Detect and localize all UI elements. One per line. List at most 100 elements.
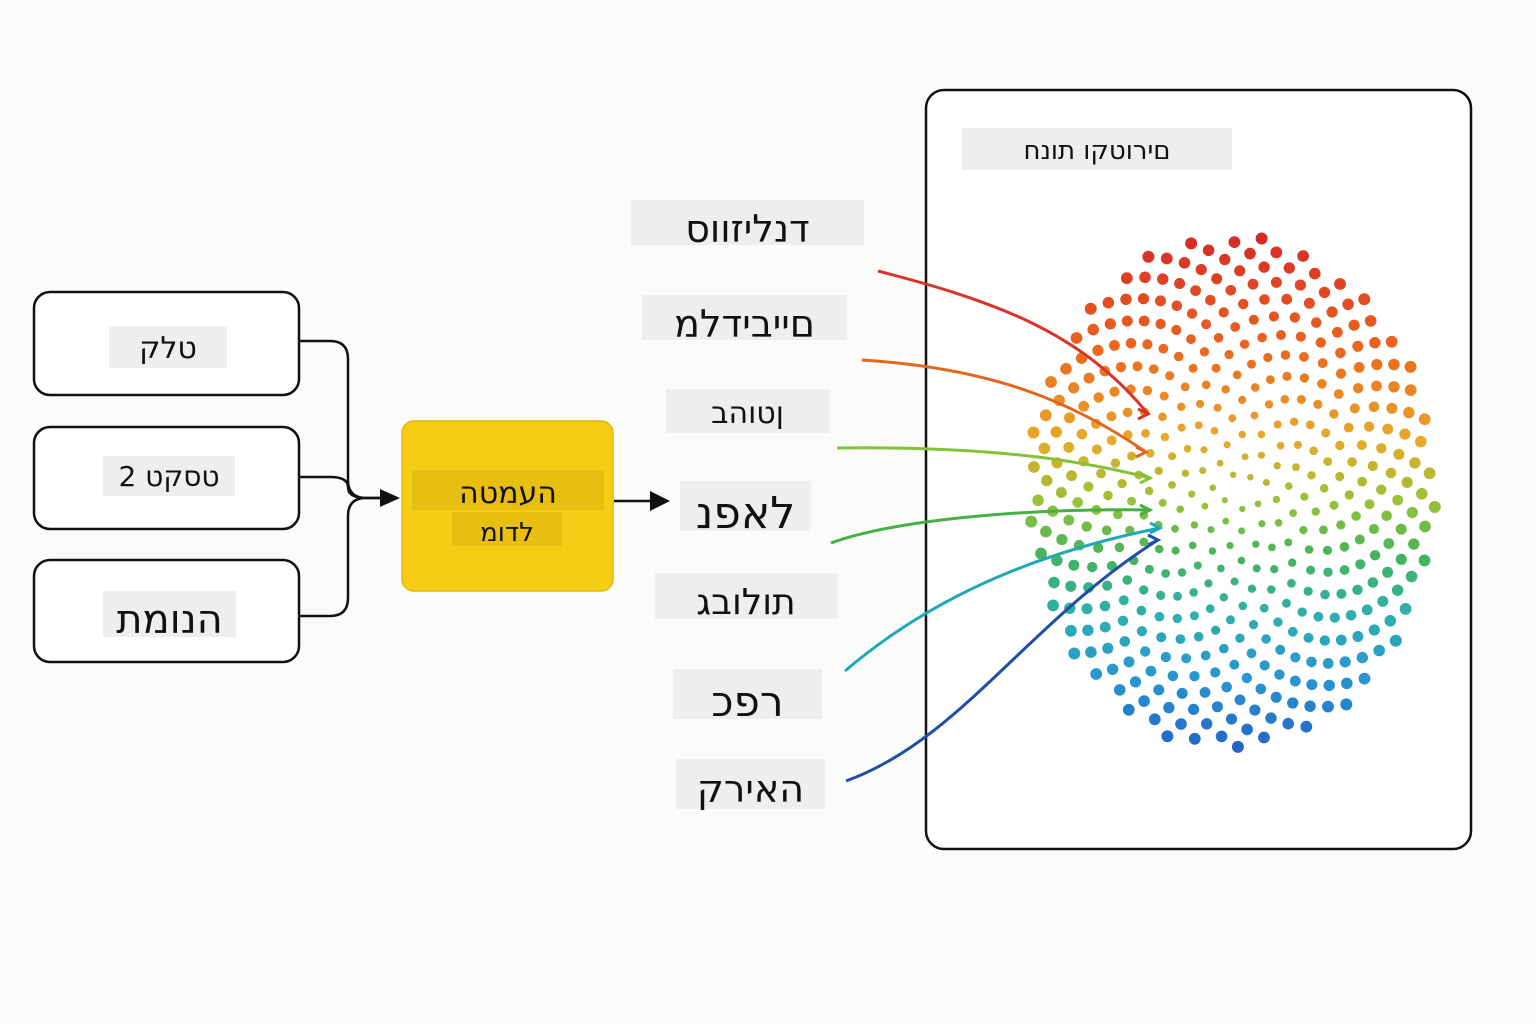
- vector-point: [1320, 589, 1330, 600]
- vector-point: [1177, 568, 1187, 577]
- vector-point: [1391, 584, 1404, 596]
- vector-point: [1181, 653, 1192, 664]
- vector-point: [1319, 484, 1329, 493]
- vector-point: [1322, 545, 1333, 556]
- connector-input-3: [300, 496, 392, 618]
- vector-point: [1319, 525, 1328, 535]
- vector-point: [1161, 569, 1170, 578]
- vector-point: [1404, 360, 1417, 373]
- vector-point: [1190, 521, 1199, 529]
- vector-point: [1211, 363, 1221, 373]
- vector-point: [1127, 496, 1137, 506]
- vector-point: [1246, 648, 1257, 659]
- vector-point: [1248, 620, 1259, 630]
- vector-point: [1091, 444, 1102, 455]
- vector-point: [1368, 523, 1379, 535]
- vector-point: [1178, 257, 1191, 269]
- vector-point: [1175, 634, 1186, 644]
- vector-point: [1063, 441, 1075, 453]
- vector-point: [1234, 265, 1246, 277]
- vector-point: [1205, 294, 1216, 306]
- vector-point: [1344, 490, 1355, 500]
- vector-point: [1373, 644, 1385, 657]
- vector-point: [1250, 411, 1259, 420]
- vector-point: [1276, 330, 1286, 340]
- vector-point: [1241, 672, 1253, 684]
- vector-point: [1141, 429, 1150, 438]
- embedding-curve-arrowhead: [1149, 521, 1164, 535]
- vector-point: [1211, 625, 1221, 635]
- vector-point: [1225, 713, 1238, 725]
- vector-point: [1121, 315, 1133, 327]
- vector-point: [1028, 461, 1040, 473]
- vector-point: [1289, 509, 1297, 517]
- vector-point: [1287, 697, 1299, 709]
- vector-point: [1304, 700, 1316, 712]
- vector-point: [1093, 542, 1104, 554]
- vector-point: [1041, 474, 1053, 487]
- vector-point: [1101, 525, 1112, 536]
- vector-point: [1160, 651, 1172, 663]
- vector-point: [1102, 642, 1114, 654]
- vector-point: [1070, 332, 1083, 344]
- vector-point: [1376, 443, 1387, 454]
- vector-point: [1364, 421, 1375, 432]
- vector-point: [1084, 302, 1097, 315]
- connector-input-2: [300, 475, 367, 500]
- vector-point: [1309, 267, 1321, 280]
- vector-point: [1247, 359, 1256, 369]
- vector-point: [1230, 471, 1237, 478]
- vector-point: [1221, 497, 1228, 504]
- vector-point: [1343, 422, 1354, 433]
- vector-point: [1210, 667, 1221, 678]
- embedding-curves: [830, 269, 1164, 783]
- vector-point: [1405, 570, 1418, 583]
- output-label-2: םייבידלמ: [642, 295, 847, 346]
- vector-point: [1113, 684, 1126, 696]
- vector-point: [1186, 334, 1196, 345]
- vector-point: [1299, 373, 1310, 383]
- vector-point: [1219, 253, 1231, 266]
- vector-space-title: םירוטקו תונח: [962, 128, 1232, 170]
- vector-point: [1254, 500, 1262, 508]
- vector-point: [1285, 482, 1293, 490]
- vector-point: [1145, 665, 1157, 677]
- vector-point: [1154, 544, 1164, 554]
- vector-point: [1096, 468, 1106, 479]
- vector-point: [1148, 364, 1159, 374]
- vector-point: [1163, 701, 1175, 714]
- vector-point: [1155, 295, 1166, 307]
- output-label-4: לאפנ: [680, 481, 811, 539]
- vector-point: [1266, 375, 1275, 384]
- vector-point: [1382, 423, 1394, 435]
- vector-point: [1238, 395, 1247, 405]
- vector-point: [1322, 700, 1334, 713]
- vector-point: [1257, 430, 1266, 439]
- vector-point: [1125, 338, 1137, 349]
- vector-point: [1081, 603, 1093, 615]
- vector-point: [1232, 370, 1242, 380]
- vector-point: [1311, 507, 1320, 516]
- vector-point: [1353, 362, 1365, 373]
- vector-point: [1263, 352, 1273, 363]
- vector-point: [1247, 278, 1259, 290]
- vector-point: [1358, 672, 1371, 685]
- vector-point: [1406, 506, 1418, 519]
- vector-point: [1339, 656, 1351, 668]
- vector-point: [1368, 401, 1380, 413]
- vector-point: [1210, 427, 1219, 435]
- vector-point: [1258, 261, 1270, 273]
- vector-point: [1280, 395, 1290, 404]
- vector-point: [1399, 603, 1412, 615]
- vector-point: [1321, 428, 1331, 438]
- vector-point: [1168, 481, 1176, 489]
- vector-point: [1171, 524, 1179, 533]
- vector-point: [1385, 335, 1398, 348]
- vector-point: [1167, 670, 1179, 682]
- embedding-curve-arrowhead: [1147, 533, 1162, 547]
- vector-point: [1142, 339, 1153, 350]
- vector-point: [1270, 565, 1279, 574]
- vector-point: [1368, 624, 1380, 636]
- vector-point: [1144, 564, 1154, 574]
